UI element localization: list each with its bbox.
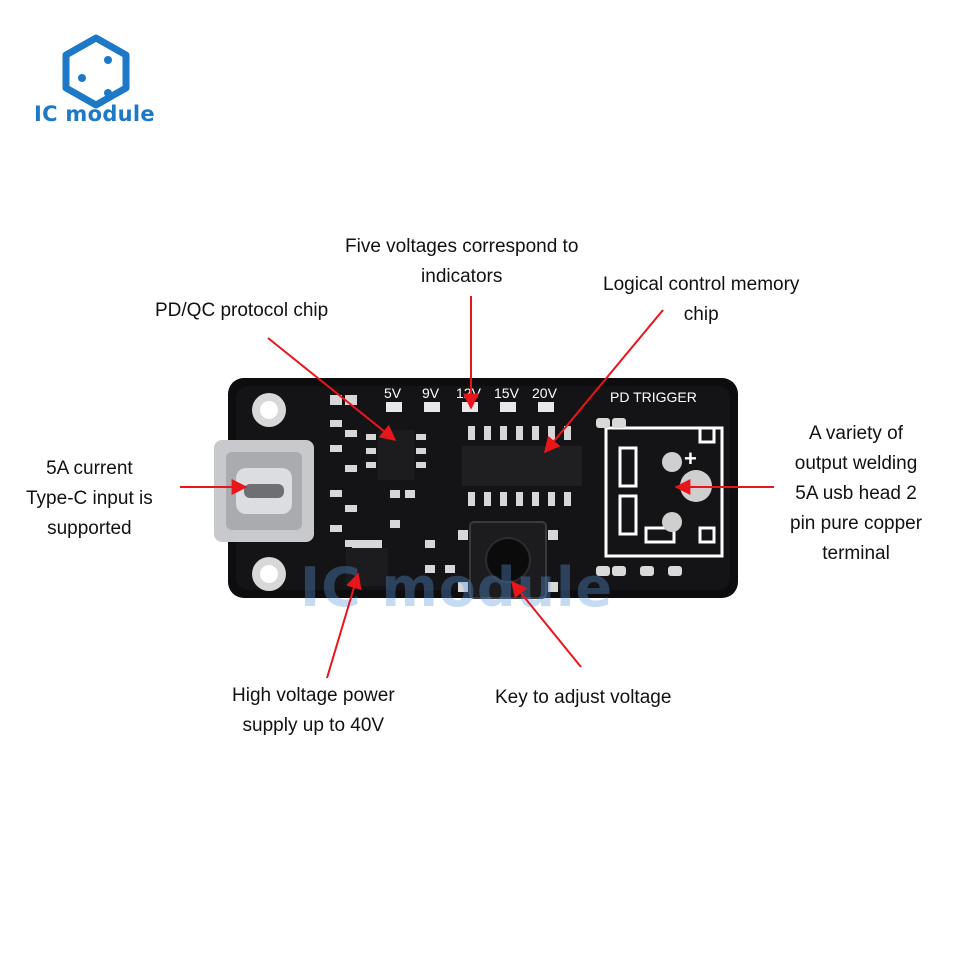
protocol-chip-icon (366, 430, 426, 480)
voltage-adjust-button-icon (458, 521, 558, 599)
callout-output-terminal: A variety of output welding 5A usb head … (790, 419, 922, 569)
ic-module-logo-icon (62, 34, 130, 109)
silk-plus-symbol: + (684, 446, 697, 471)
callout-line: Type-C input is (26, 488, 153, 509)
callout-line: terminal (822, 543, 890, 564)
silk-voltage-label: 20V (532, 385, 558, 401)
callout-line: chip (683, 304, 719, 325)
callout-five-voltages: Five voltages correspond to indicators (345, 232, 578, 292)
usb-type-c-connector-icon (214, 440, 314, 542)
callout-key-adjust: Key to adjust voltage (495, 683, 671, 713)
silk-title: PD TRIGGER (610, 389, 697, 405)
callout-line: Logical control memory (603, 274, 800, 295)
callout-line: PD/QC protocol chip (155, 300, 329, 321)
brand-name: IC module (34, 102, 155, 126)
callout-protocol-chip: PD/QC protocol chip (155, 296, 328, 326)
callout-line: 5A usb head 2 (795, 483, 917, 504)
callout-line: A variety of (809, 423, 904, 444)
callout-line: Five voltages correspond to (345, 236, 579, 257)
silk-voltage-label: 12V (456, 385, 482, 401)
callout-line: High voltage power (232, 685, 395, 706)
silk-voltage-label: 9V (422, 385, 440, 401)
callout-line: supported (47, 518, 132, 539)
callout-logic-chip: Logical control memory chip (603, 270, 799, 330)
callout-high-voltage: High voltage power supply up to 40V (232, 681, 395, 741)
silk-voltage-label: 5V (384, 385, 402, 401)
callout-line: supply up to 40V (242, 715, 385, 736)
callout-line: pin pure copper (790, 513, 923, 534)
callout-line: output welding (794, 453, 918, 474)
watermark-text: IC module (300, 556, 614, 619)
callout-line: indicators (421, 266, 503, 287)
callout-line: 5A current (46, 458, 133, 479)
callout-line: Key to adjust voltage (495, 687, 672, 708)
silk-voltage-label: 15V (494, 385, 520, 401)
callout-typec-input: 5A current Type-C input is supported (26, 454, 153, 544)
